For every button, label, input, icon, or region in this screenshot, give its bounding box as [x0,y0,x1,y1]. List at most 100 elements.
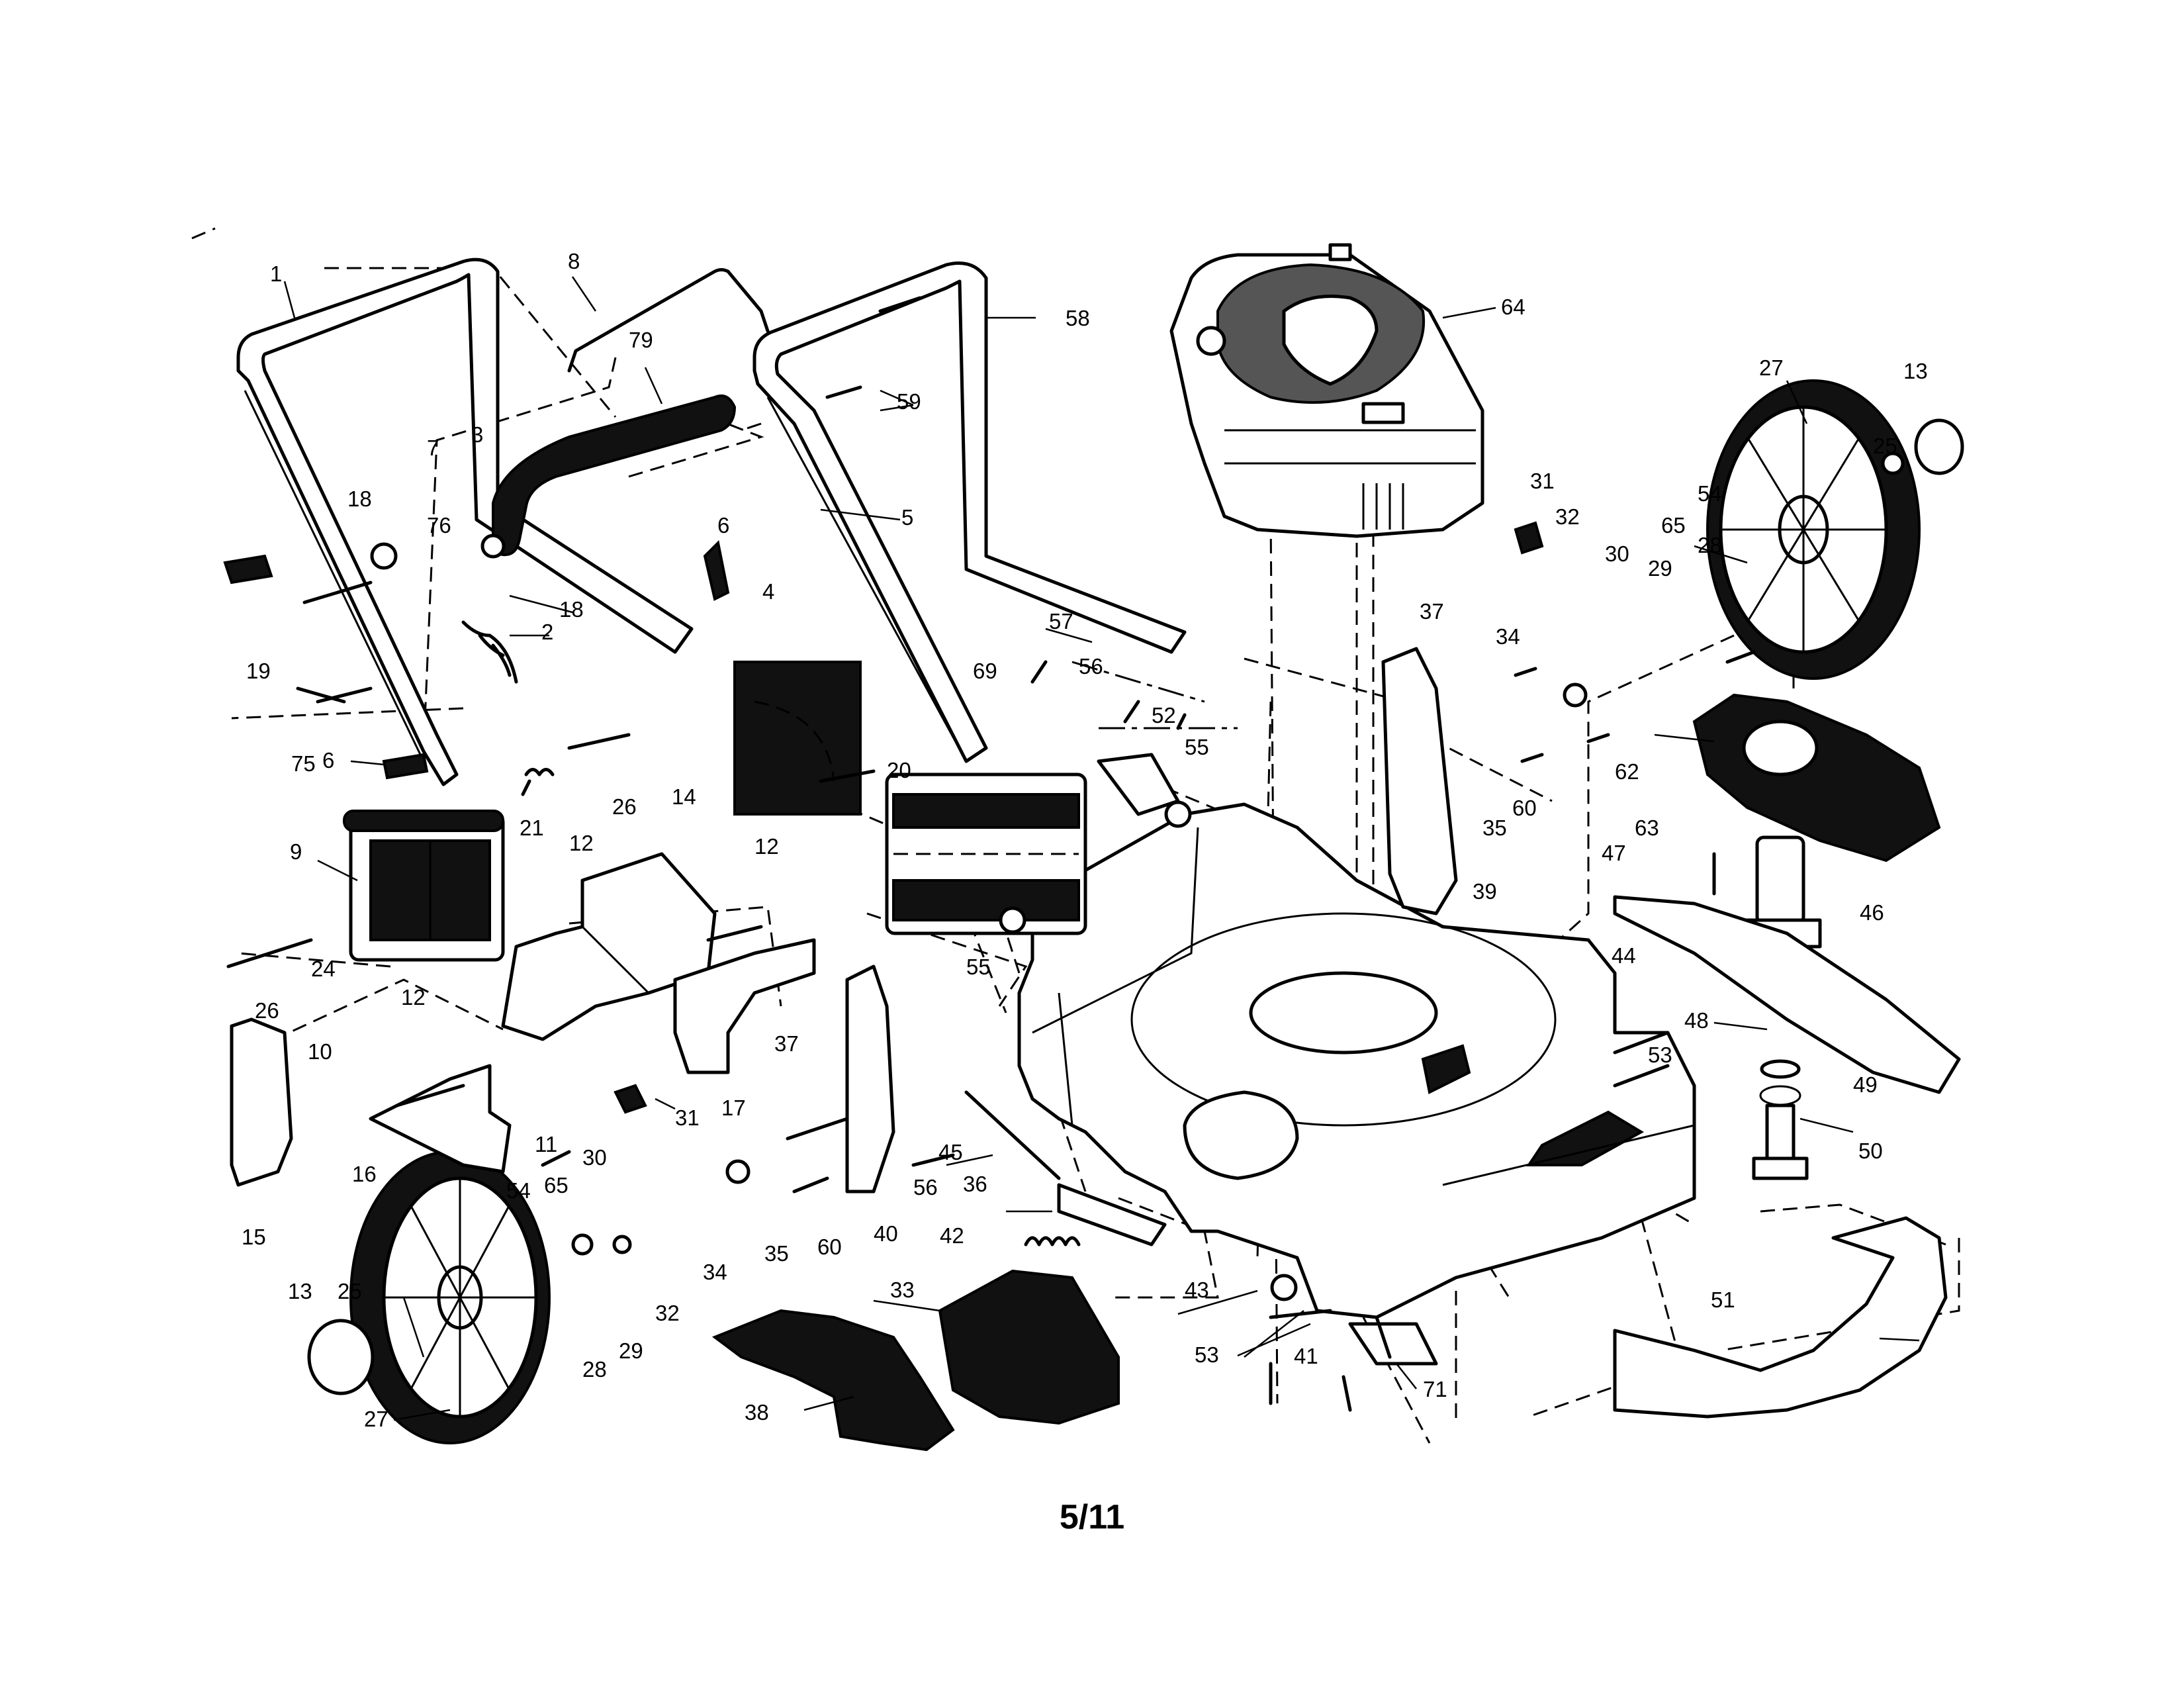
callout-6: 6 [717,513,729,538]
cover-15 [230,1017,293,1187]
blade-bolt [1752,1059,1809,1180]
hubcap-right [1914,418,1964,475]
callout-39: 39 [1473,879,1497,904]
callout-53a: 53 [1648,1043,1672,1067]
callout-65a: 65 [544,1173,569,1197]
callout-1: 1 [270,261,282,286]
callout-63: 63 [1635,816,1659,840]
rear-wheel-left [349,1150,551,1444]
callout-30b: 30 [1605,541,1629,566]
handle-grip [490,394,737,557]
callout-7: 7 [427,436,439,460]
callout-labels: 1 2 3 4 5 6 6 7 8 9 10 11 12 12 12 13 13… [242,249,1928,1431]
lever-36 [1057,1183,1167,1246]
callout-69: 69 [973,659,997,683]
callout-76: 76 [427,513,451,538]
spring-42 [1024,1236,1081,1246]
callout-18b: 18 [559,597,584,622]
callout-15: 15 [242,1225,266,1249]
callout-79: 79 [629,328,653,352]
callout-35a: 35 [764,1241,789,1266]
callout-48: 48 [1684,1008,1709,1033]
callout-38: 38 [745,1400,769,1425]
callout-20: 20 [887,758,911,782]
spring-2 [461,620,518,684]
callout-10: 10 [308,1039,332,1064]
callout-21: 21 [520,816,544,840]
callout-43: 43 [1185,1278,1209,1302]
callout-52: 52 [1152,703,1176,727]
height-adjuster-right [1381,647,1458,915]
callout-25a: 25 [338,1279,362,1303]
callout-3: 3 [471,422,483,447]
front-cover-33 [938,1269,1120,1425]
callout-51: 51 [1711,1288,1735,1312]
callout-65b: 65 [1661,513,1686,538]
mulch-plug [1692,693,1941,863]
callout-4: 4 [762,579,774,604]
height-adjuster-left [845,964,895,1194]
mower-deck [1017,802,1696,1319]
callout-60b: 60 [817,1235,842,1259]
callout-12c: 12 [401,985,426,1009]
callout-37a: 37 [774,1031,799,1056]
callout-35b: 35 [1482,816,1507,840]
side-skirt-38 [711,1309,955,1452]
callout-49: 49 [1853,1072,1878,1097]
callout-58: 58 [1066,306,1090,330]
callout-6b: 6 [322,748,334,773]
callout-57: 57 [1049,609,1073,633]
callout-27b: 27 [1759,355,1784,380]
callout-12a: 12 [569,831,594,855]
callout-41: 41 [1294,1344,1318,1368]
callout-50: 50 [1858,1139,1883,1163]
hubcap-left [307,1319,375,1395]
callout-13a: 13 [288,1279,312,1303]
rear-wheel-right [1706,379,1921,680]
callout-62: 62 [1615,759,1639,784]
bracket-16 [369,1064,512,1174]
upper-handle [236,258,694,786]
rear-flap-20 [885,773,1087,935]
callout-54b: 54 [1698,481,1722,506]
callout-8: 8 [568,249,580,273]
callout-44: 44 [1612,943,1636,968]
callout-31a: 31 [675,1105,700,1130]
callout-54a: 54 [506,1178,531,1203]
callout-32b: 32 [1555,504,1580,529]
callout-55b: 55 [966,955,991,979]
callout-14: 14 [672,784,696,809]
callout-18a: 18 [347,487,372,511]
callout-25b: 25 [1873,434,1897,458]
callout-28b: 28 [1698,533,1722,557]
callout-56b: 56 [913,1175,938,1199]
callout-55a: 55 [1185,735,1209,759]
chute-17 [673,938,816,1074]
callout-19: 19 [246,659,271,683]
callout-29b: 29 [1648,556,1672,581]
callout-37b: 37 [1420,599,1444,624]
callout-13b: 13 [1903,359,1928,383]
callout-26b: 26 [255,998,279,1023]
callout-75: 75 [291,751,316,776]
rear-door [343,810,505,962]
callout-45: 45 [938,1140,963,1164]
control-bail [567,268,770,373]
callout-64: 64 [1501,295,1525,319]
callout-34a: 34 [703,1260,727,1284]
baffle [1613,1216,1948,1419]
blade [1613,895,1961,1094]
callout-42: 42 [940,1223,964,1248]
callout-34b: 34 [1496,624,1520,649]
callout-60a: 60 [1512,796,1537,820]
callout-24: 24 [311,957,336,981]
callout-47: 47 [1602,841,1626,865]
callout-59: 59 [897,389,921,414]
callout-27a: 27 [364,1407,388,1431]
knobs [223,521,1544,1114]
callout-11: 11 [535,1132,557,1156]
callout-46: 46 [1860,900,1884,925]
callout-31b: 31 [1530,469,1555,493]
grass-bag-frame-4 [733,661,862,816]
